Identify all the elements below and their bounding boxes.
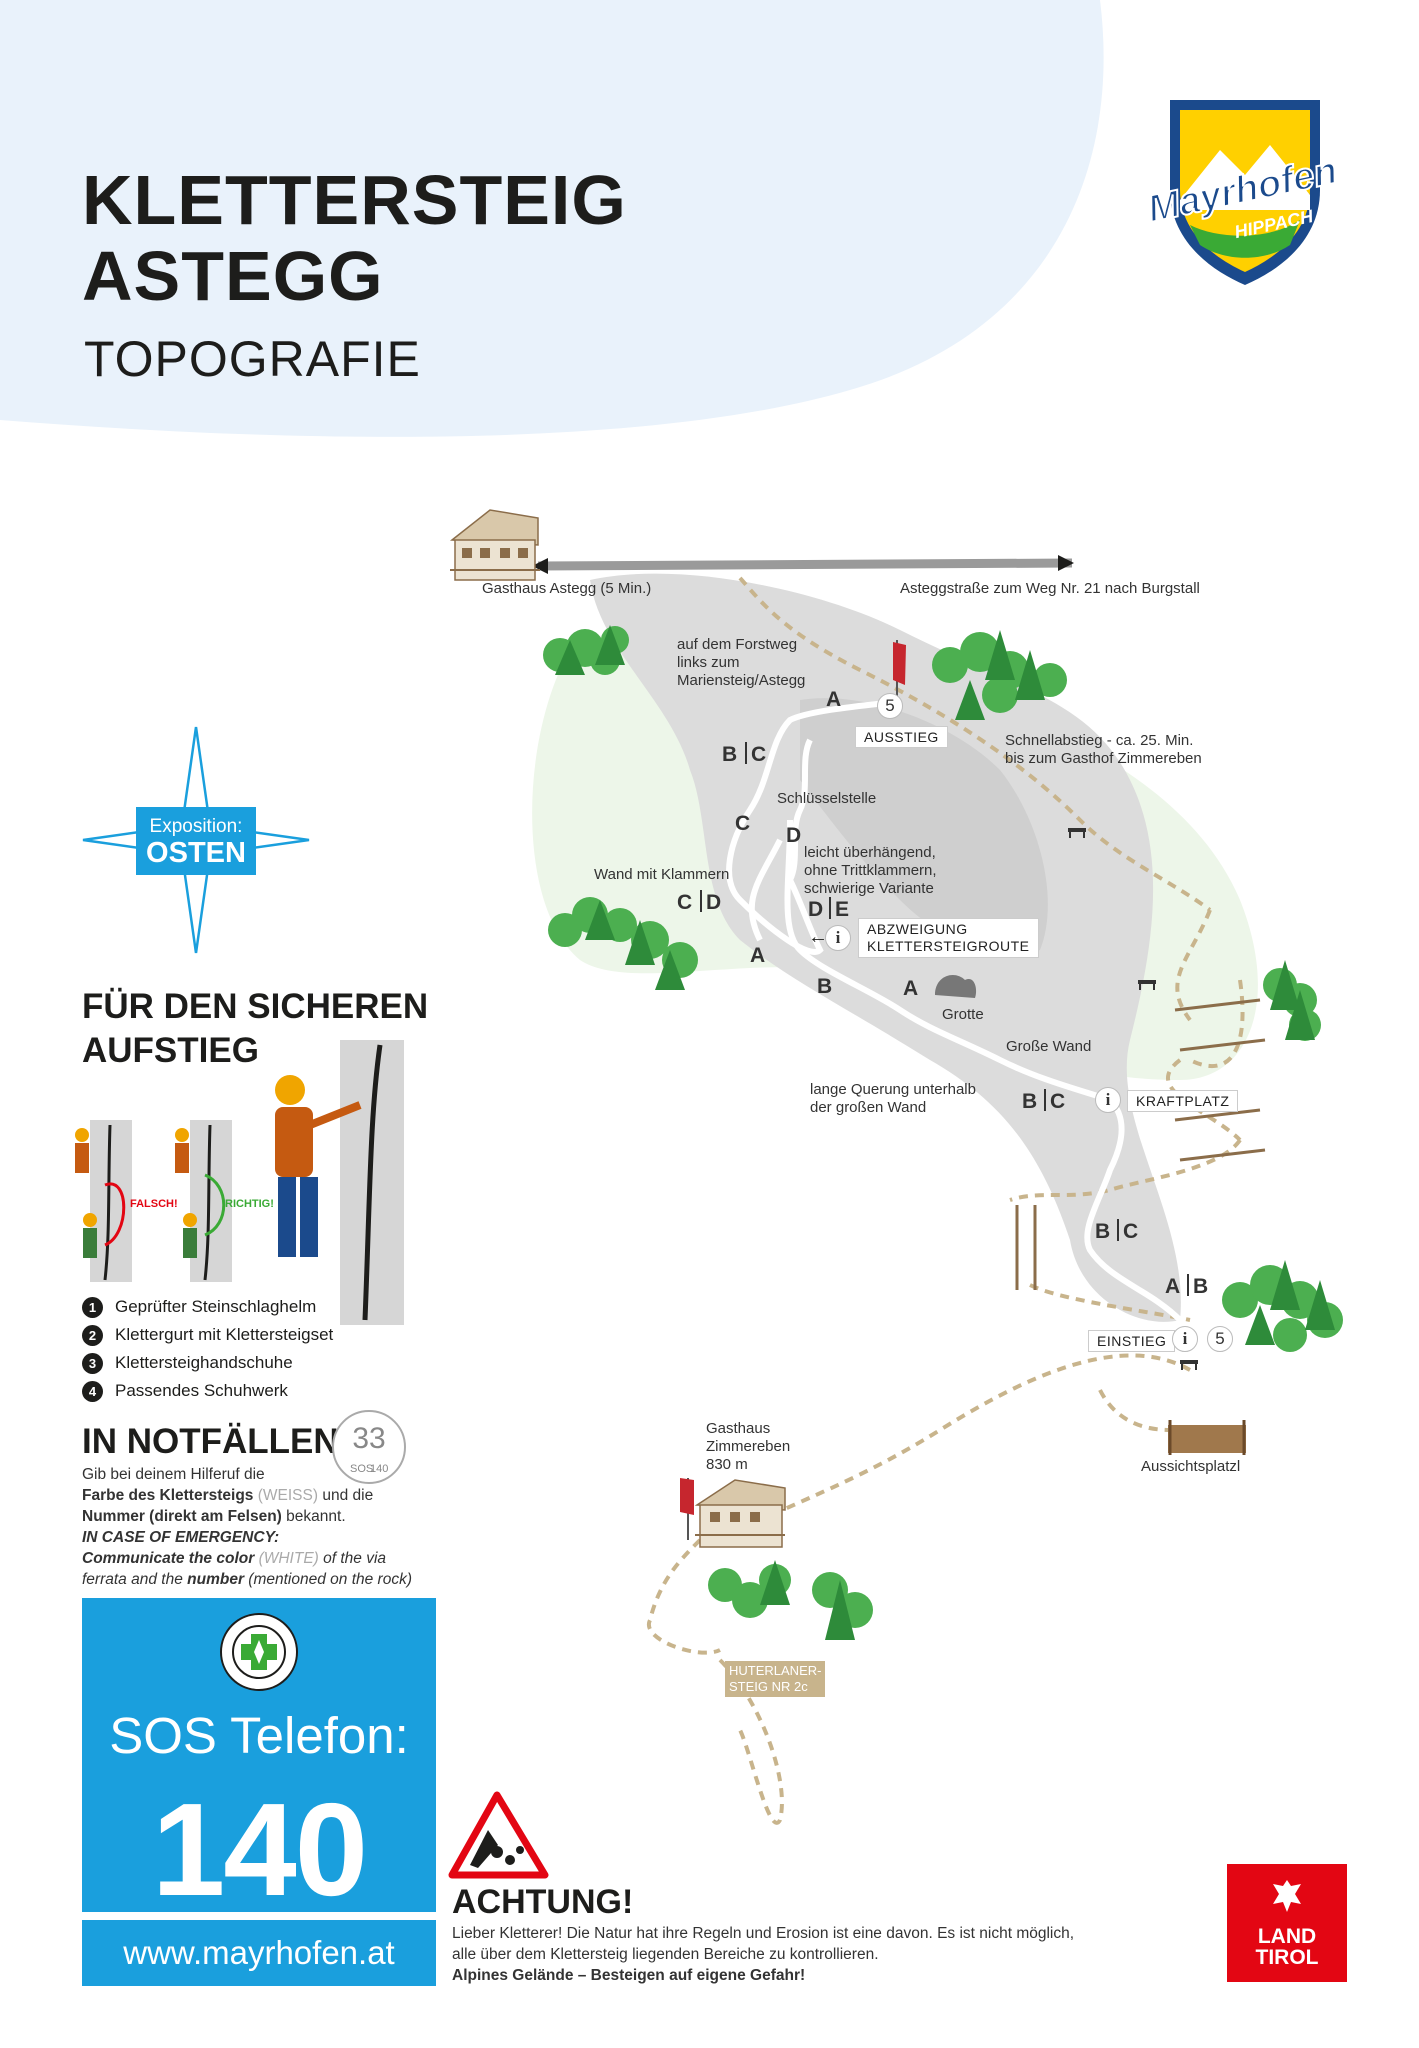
aussichtsplatzl-icon (1168, 1420, 1246, 1455)
page-subtitle: TOPOGRAFIE (84, 331, 421, 387)
grade-b: B (722, 743, 738, 766)
sos-badge-number: 33 (352, 1422, 385, 1455)
route-upper (726, 699, 896, 955)
grade-c: C (1123, 1220, 1139, 1243)
flag-zimmereben-icon (680, 1478, 694, 1540)
exposition-value: OSTEN (146, 837, 246, 869)
grade-divider (829, 897, 831, 919)
route-number-bottom: 5 (1207, 1326, 1233, 1352)
label-grosse-wand: Große Wand (1006, 1038, 1092, 1055)
grade-a: A (826, 688, 842, 711)
header-background (0, 0, 1104, 437)
grade-divider (745, 742, 747, 764)
info-kraftplatz-icon: i (1095, 1087, 1121, 1113)
website-box: www.mayrhofen.at (82, 1920, 436, 1986)
grotte-icon (935, 975, 977, 998)
label-aussichtsplatzl: Aussichtsplatzl (1141, 1458, 1241, 1475)
website-link[interactable]: www.mayrhofen.at (123, 1934, 395, 1971)
gasthaus-astegg-icon (449, 509, 540, 581)
sos-telefon-label: SOS Telefon: (109, 1707, 409, 1764)
sos-phone-box: SOS Telefon: 140 (82, 1598, 436, 1923)
tirol-line1: LAND (1257, 1925, 1317, 1948)
label-huterlaner: HUTERLANER-STEIG NR 2c (725, 1661, 826, 1697)
sos-badge-icon: 33 SOS 140 (332, 1410, 406, 1484)
tirol-line2: TIROL (1255, 1946, 1319, 1969)
land-tirol-logo: LAND TIROL (1227, 1864, 1347, 1982)
label-schluesselstelle: Schlüsselstelle (777, 790, 877, 807)
bergrettung-emblem-icon (220, 1613, 298, 1691)
achtung-heading: ACHTUNG! (452, 1883, 634, 1921)
grade-divider (1187, 1274, 1189, 1296)
label-grotte: Grotte (942, 1006, 984, 1023)
ladder-icons (1015, 998, 1266, 1290)
label-falsch: FALSCH! (130, 1198, 178, 1210)
label-asteggstrasse: Asteggstraße zum Weg Nr. 21 nach Burgsta… (900, 580, 1200, 597)
emergency-text: Gib bei deinem Hilferuf die Farbe des Kl… (82, 1466, 412, 1588)
rock-face-shade (800, 698, 1048, 957)
grade-e: E (835, 898, 850, 921)
label-richtig: RICHTIG! (225, 1198, 274, 1210)
sos-badge-sos: SOS (350, 1463, 373, 1475)
route-lower (784, 819, 1213, 1361)
tirol-eagle-icon (1273, 1880, 1301, 1912)
grade-a: A (750, 944, 766, 967)
sos-telefon-number: 140 (151, 1776, 368, 1923)
grade-divider (700, 890, 702, 912)
label-schnellabstieg: Schnellabstieg - ca. 25. Min.bis zum Gas… (1005, 732, 1202, 767)
grade-divider (1117, 1219, 1119, 1241)
label-einstieg: EINSTIEG (1088, 1330, 1176, 1352)
achtung-text: Lieber Kletterer! Die Natur hat ihre Reg… (452, 1925, 1075, 1984)
label-ausstieg: AUSSTIEG (855, 726, 948, 748)
grade-c: C (735, 812, 751, 835)
grade-c: C (1050, 1090, 1066, 1113)
page-title: KLETTERSTEIG ASTEGG (82, 161, 627, 315)
grade-divider (1044, 1089, 1046, 1111)
grade-b: B (1022, 1090, 1038, 1113)
grade-d: D (786, 824, 802, 847)
grade-c: C (751, 743, 767, 766)
flag-ausstieg-icon (893, 640, 906, 700)
grade-b: B (1193, 1275, 1209, 1298)
mayrhofen-logo: Mayrhofen HIPPACH (1143, 100, 1342, 285)
compass-icon: Exposition: OSTEN (82, 726, 310, 954)
grade-a: A (903, 977, 919, 1000)
arrow-right-icon (1058, 555, 1074, 571)
bench-icons (1068, 828, 1198, 1370)
tree-cluster-icons (543, 625, 1343, 1640)
arrow-left-icon (532, 558, 548, 574)
sos-badge-140: 140 (370, 1463, 388, 1475)
label-wand-klammern: Wand mit Klammern (594, 866, 730, 883)
climbing-illustration: FALSCH! RICHTIG! (75, 1040, 404, 1325)
label-ueberhaengend: leicht überhängend,ohne Trittklammern,sc… (804, 844, 937, 897)
grade-d: D (706, 891, 722, 914)
rockfall-warning-icon (448, 1791, 549, 1879)
grade-b: B (817, 975, 833, 998)
arrow-left-route-icon: ← (808, 926, 828, 948)
grade-c: C (677, 891, 693, 914)
emergency-heading: IN NOTFÄLLEN: (82, 1422, 351, 1461)
grade-a: A (1165, 1275, 1181, 1298)
exposition-label: Exposition: (150, 816, 243, 837)
grade-b: B (1095, 1220, 1111, 1243)
grade-d: D (808, 898, 824, 921)
label-kraftplatz: KRAFTPLATZ (1127, 1090, 1239, 1112)
asteggstrasse-road (537, 558, 1073, 571)
info-abzweigung-icon: i (825, 925, 851, 951)
info-einstieg-icon: i (1172, 1326, 1198, 1352)
route-number-top: 5 (877, 693, 903, 719)
gasthaus-zimmereben-icon (694, 1479, 786, 1548)
label-gasthaus-astegg: Gasthaus Astegg (5 Min.) (482, 580, 652, 597)
